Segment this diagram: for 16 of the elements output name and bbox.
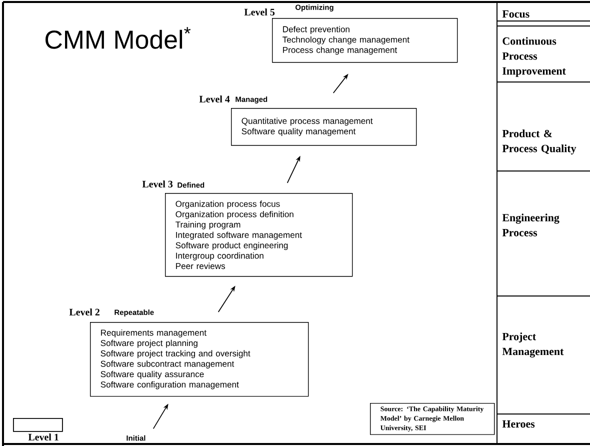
table-cell: Project Management bbox=[502, 332, 564, 358]
level-box: Defect prevention Technology change management Process change management bbox=[272, 18, 458, 63]
table-cell: Focus bbox=[502, 10, 530, 18]
level-label: Level 3 bbox=[142, 180, 173, 188]
level-label: Level 2 bbox=[69, 308, 100, 316]
table-cell: Continuous Process Improvement bbox=[502, 37, 566, 77]
level-box: Organization process focus Organization process definition Training program Integrated software management Software product engineering Intergroup coordination Peer reviews bbox=[165, 193, 353, 277]
level-label: Level 5 bbox=[244, 8, 275, 16]
level-label: Level 1 bbox=[28, 433, 58, 440]
level-box: Quantitative process management Software quality management bbox=[231, 108, 417, 146]
level-box: Requirements management Software project planning Software project tracking and oversight Software subcontract management Software quality assurance Software configuration management bbox=[90, 322, 309, 397]
table-cell: Product & Process Quality bbox=[502, 130, 576, 154]
table-cell: Engineering Process bbox=[502, 214, 560, 236]
level-label: Level 4 bbox=[199, 95, 230, 102]
empty-box bbox=[13, 418, 63, 432]
title: CMM Model$^{*}$ bbox=[46, 27, 191, 49]
